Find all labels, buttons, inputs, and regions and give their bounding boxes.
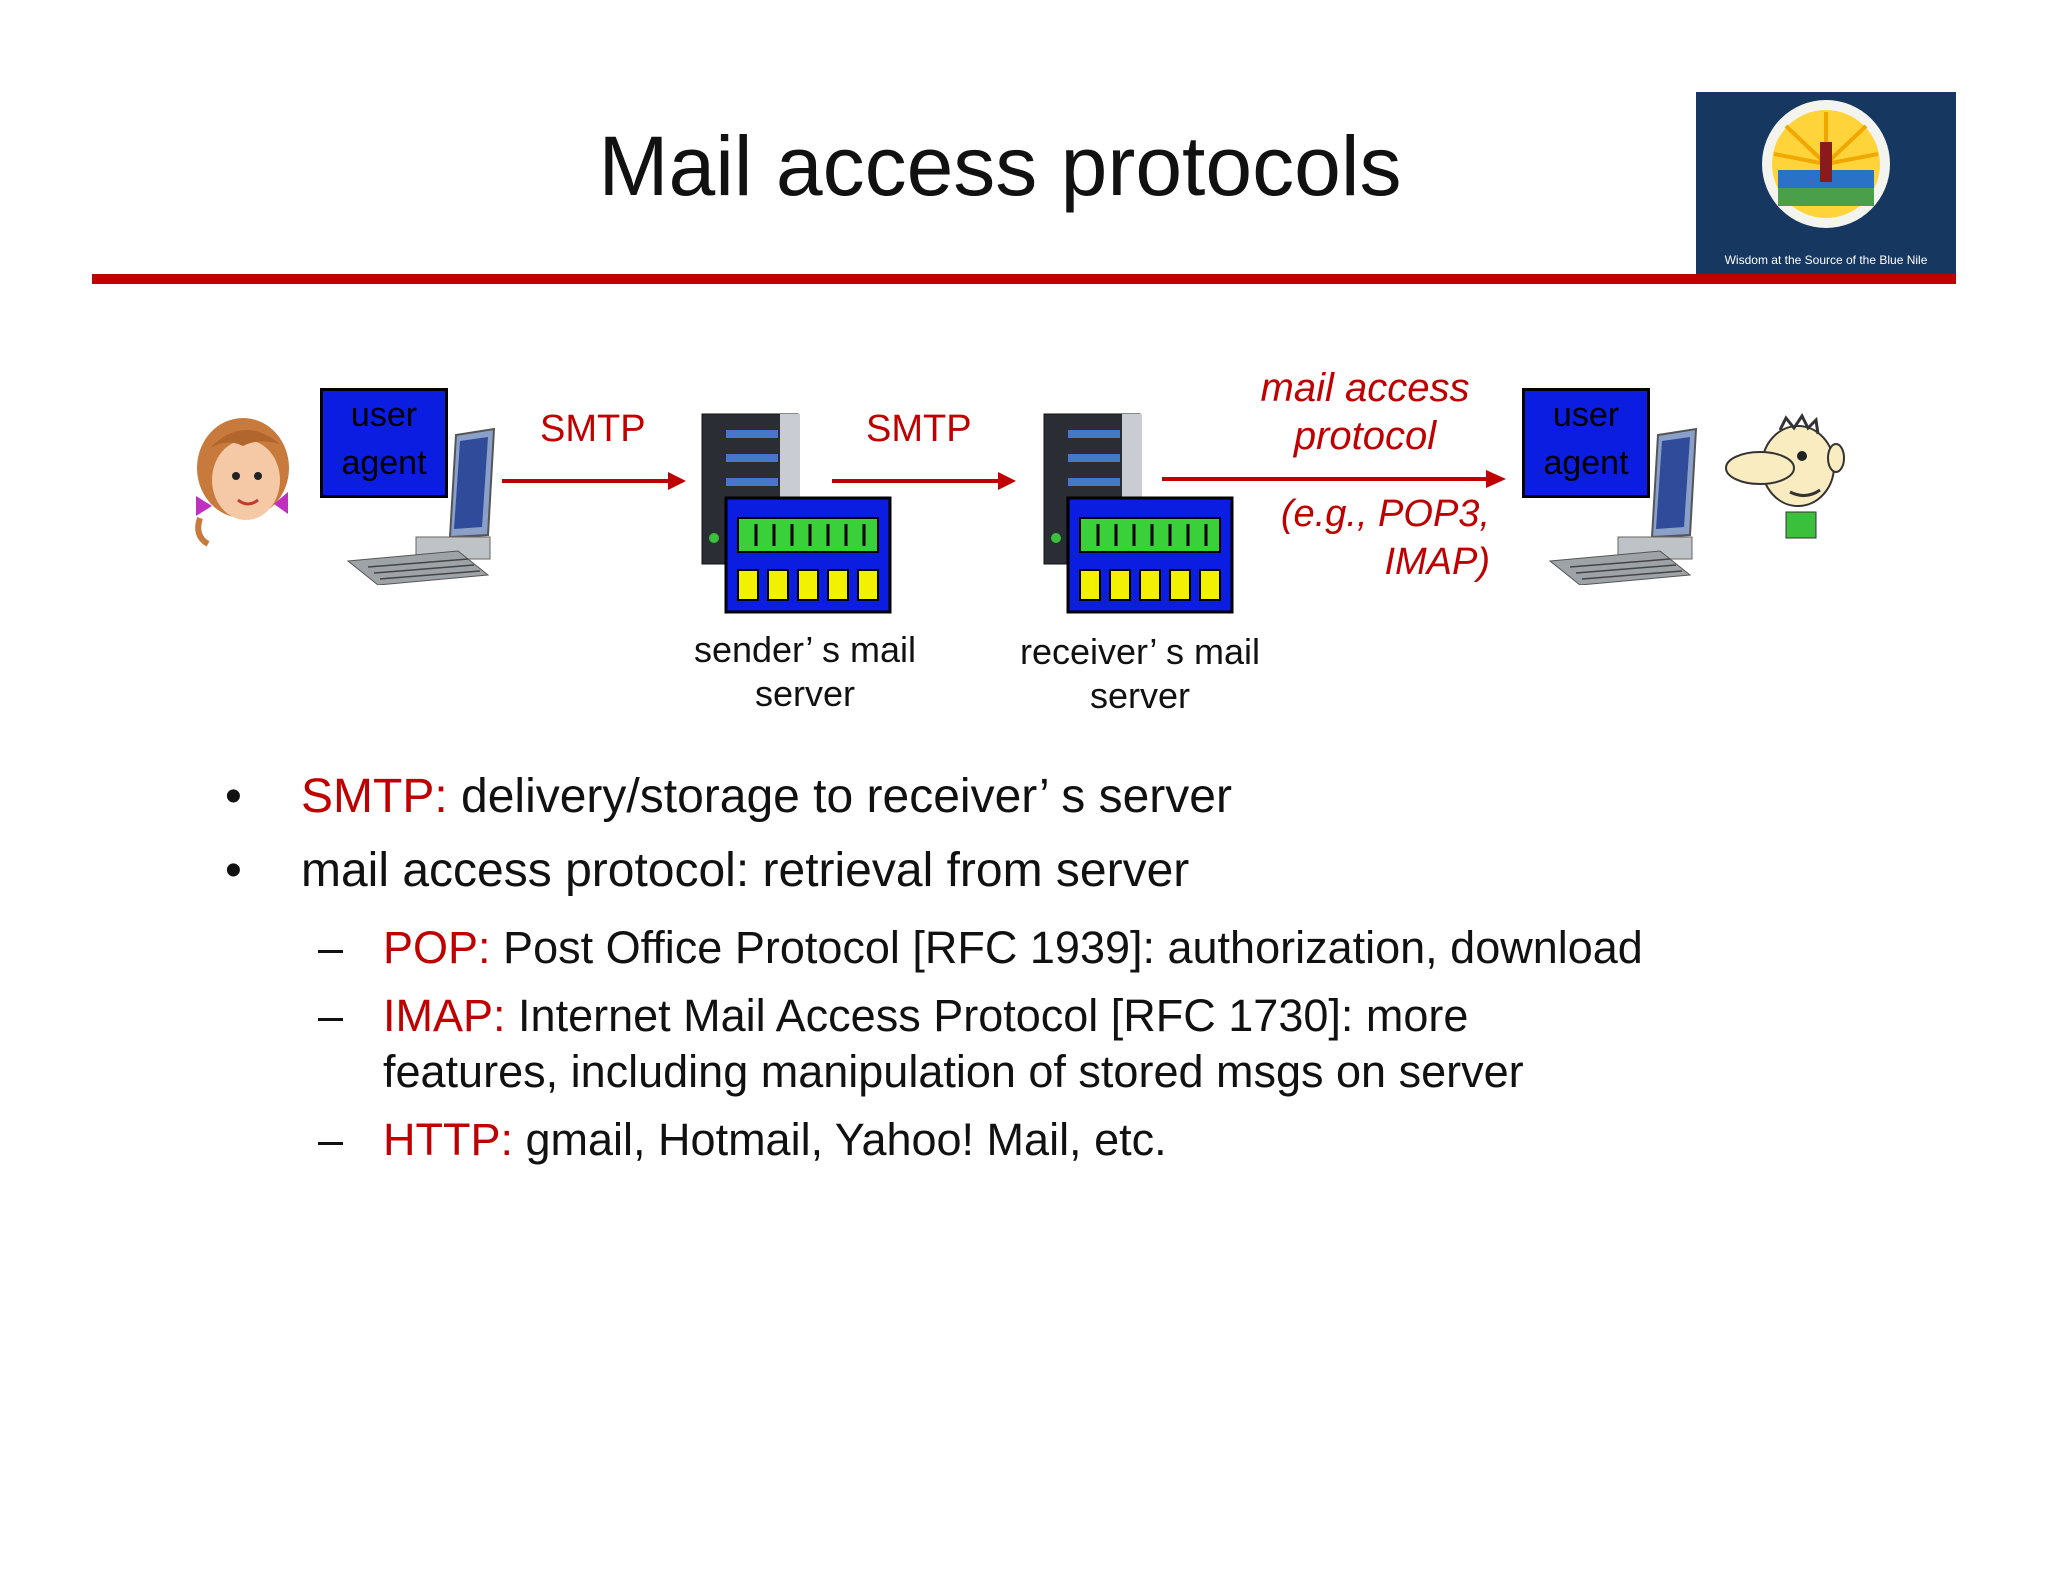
sub-bullet-label: IMAP: — [383, 990, 506, 1041]
receiver-user-agent: user agent — [1522, 388, 1650, 498]
receiver-person-icon — [1725, 413, 1845, 539]
mail-access-arrow — [1162, 470, 1506, 488]
bullet-list: • SMTP: delivery/storage to receiver’ s … — [225, 760, 1643, 1168]
bullet-text: mail access protocol: retrieval from ser… — [301, 844, 1190, 897]
smtp-label-2: SMTP — [866, 408, 972, 450]
bullet-marker: • — [225, 844, 242, 897]
sub-bullet-marker: – — [318, 922, 344, 973]
sub-bullet-label: POP: — [383, 922, 491, 973]
smtp-label-1: SMTP — [540, 408, 646, 450]
caption-line: server — [754, 673, 856, 714]
user-agent-label: user — [350, 396, 418, 434]
user-agent-label: agent — [341, 444, 427, 482]
example-protocols-label: (e.g., POP3, IMAP) — [1250, 490, 1490, 586]
receiver-server-caption: receiver’ s mail server — [990, 630, 1290, 718]
sub-bullet-imap: – IMAP: Internet Mail Access Protocol [R… — [225, 988, 1643, 1044]
mail-access-protocol-label: mail access protocol — [1240, 364, 1490, 460]
bullet-marker: • — [225, 770, 242, 823]
bullet-text: delivery/storage to receiver’ s server — [447, 770, 1232, 823]
receiver-mail-server-icon — [1043, 413, 1234, 614]
label-line: mail access — [1260, 366, 1470, 410]
sender-user-agent: user agent — [320, 388, 448, 498]
logo-emblem-icon — [1696, 92, 1956, 277]
smtp-arrow-2 — [832, 472, 1016, 490]
sub-bullet-label: HTTP: — [383, 1114, 513, 1165]
sub-bullet-marker: – — [318, 1114, 344, 1165]
sender-person-icon — [195, 418, 289, 547]
sub-bullet-marker: – — [318, 990, 344, 1041]
sub-bullet-text: gmail, Hotmail, Yahoo! Mail, etc. — [513, 1114, 1167, 1165]
sub-bullet-imap-continuation: features, including manipulation of stor… — [383, 1046, 1524, 1097]
university-logo — [1696, 92, 1956, 277]
receiver-computer-icon — [1548, 427, 1698, 585]
bullet-smtp: • SMTP: delivery/storage to receiver’ s … — [225, 760, 1643, 834]
title-separator — [92, 274, 1956, 284]
logo-caption: Wisdom at the Source of the Blue Nile — [1724, 253, 1928, 267]
label-line: (e.g., POP3, — [1280, 493, 1490, 535]
sender-server-caption: sender’ s mail server — [660, 628, 950, 716]
slide-title: Mail access protocols — [598, 119, 1402, 213]
user-agent-label: user — [1552, 396, 1620, 434]
sub-bullet-text: Internet Mail Access Protocol [RFC 1730]… — [505, 990, 1469, 1041]
user-agent-label: agent — [1543, 444, 1629, 482]
sub-bullet-http: – HTTP: gmail, Hotmail, Yahoo! Mail, etc… — [225, 1112, 1643, 1168]
label-line: IMAP) — [1384, 541, 1490, 583]
caption-line: server — [1089, 675, 1191, 716]
sub-bullet-pop: – POP: Post Office Protocol [RFC 1939]: … — [225, 920, 1643, 976]
sender-computer-icon — [346, 427, 496, 585]
caption-line: sender’ s mail — [693, 629, 917, 670]
bullet-mail-access: • mail access protocol: retrieval from s… — [225, 834, 1643, 908]
smtp-arrow-1 — [502, 472, 686, 490]
caption-line: receiver’ s mail — [1019, 631, 1261, 672]
bullet-label: SMTP: — [301, 770, 448, 823]
label-line: protocol — [1293, 414, 1437, 458]
sender-mail-server-icon — [701, 413, 892, 614]
sub-bullet-text: Post Office Protocol [RFC 1939]: authori… — [490, 922, 1643, 973]
